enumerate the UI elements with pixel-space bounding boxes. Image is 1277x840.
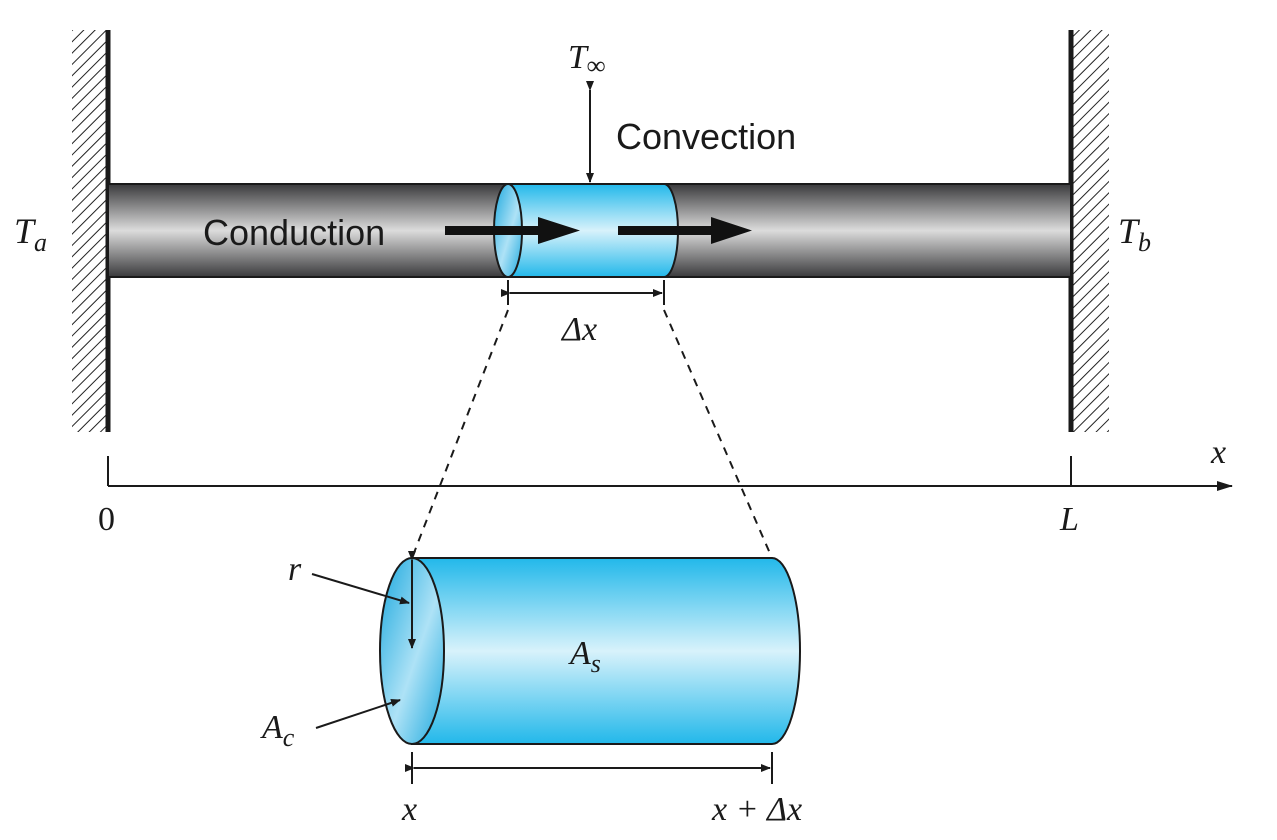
length-label: L <box>1059 501 1079 538</box>
conduction-arrow-2 <box>618 217 752 244</box>
zoom-line-right <box>663 309 773 559</box>
t-inf-label: T∞ <box>568 39 605 80</box>
right-wall <box>1068 30 1109 432</box>
t-a-label: Ta <box>14 211 47 257</box>
conduction-arrow-1 <box>445 217 580 244</box>
axis-x-label: x <box>1210 434 1226 471</box>
a-s-label: As <box>568 635 601 678</box>
x-end-label: x + Δx <box>711 791 802 828</box>
delta-x-dimension <box>501 280 665 305</box>
ac-leader <box>315 699 401 729</box>
left-wall <box>72 30 111 432</box>
x-axis <box>107 456 1233 491</box>
t-b-label: Tb <box>1118 211 1151 257</box>
x-start-label: x <box>401 791 417 828</box>
delta-x-label: Δx <box>560 311 597 348</box>
element-length-dimension <box>405 752 773 784</box>
zoom-line-left <box>411 309 509 559</box>
origin-label: 0 <box>98 501 115 538</box>
convection-label: Convection <box>616 116 796 157</box>
enlarged-element <box>379 557 801 745</box>
conduction-label: Conduction <box>203 212 385 253</box>
r-leader <box>311 573 410 605</box>
r-label: r <box>288 551 302 588</box>
a-c-label: Ac <box>260 709 295 752</box>
